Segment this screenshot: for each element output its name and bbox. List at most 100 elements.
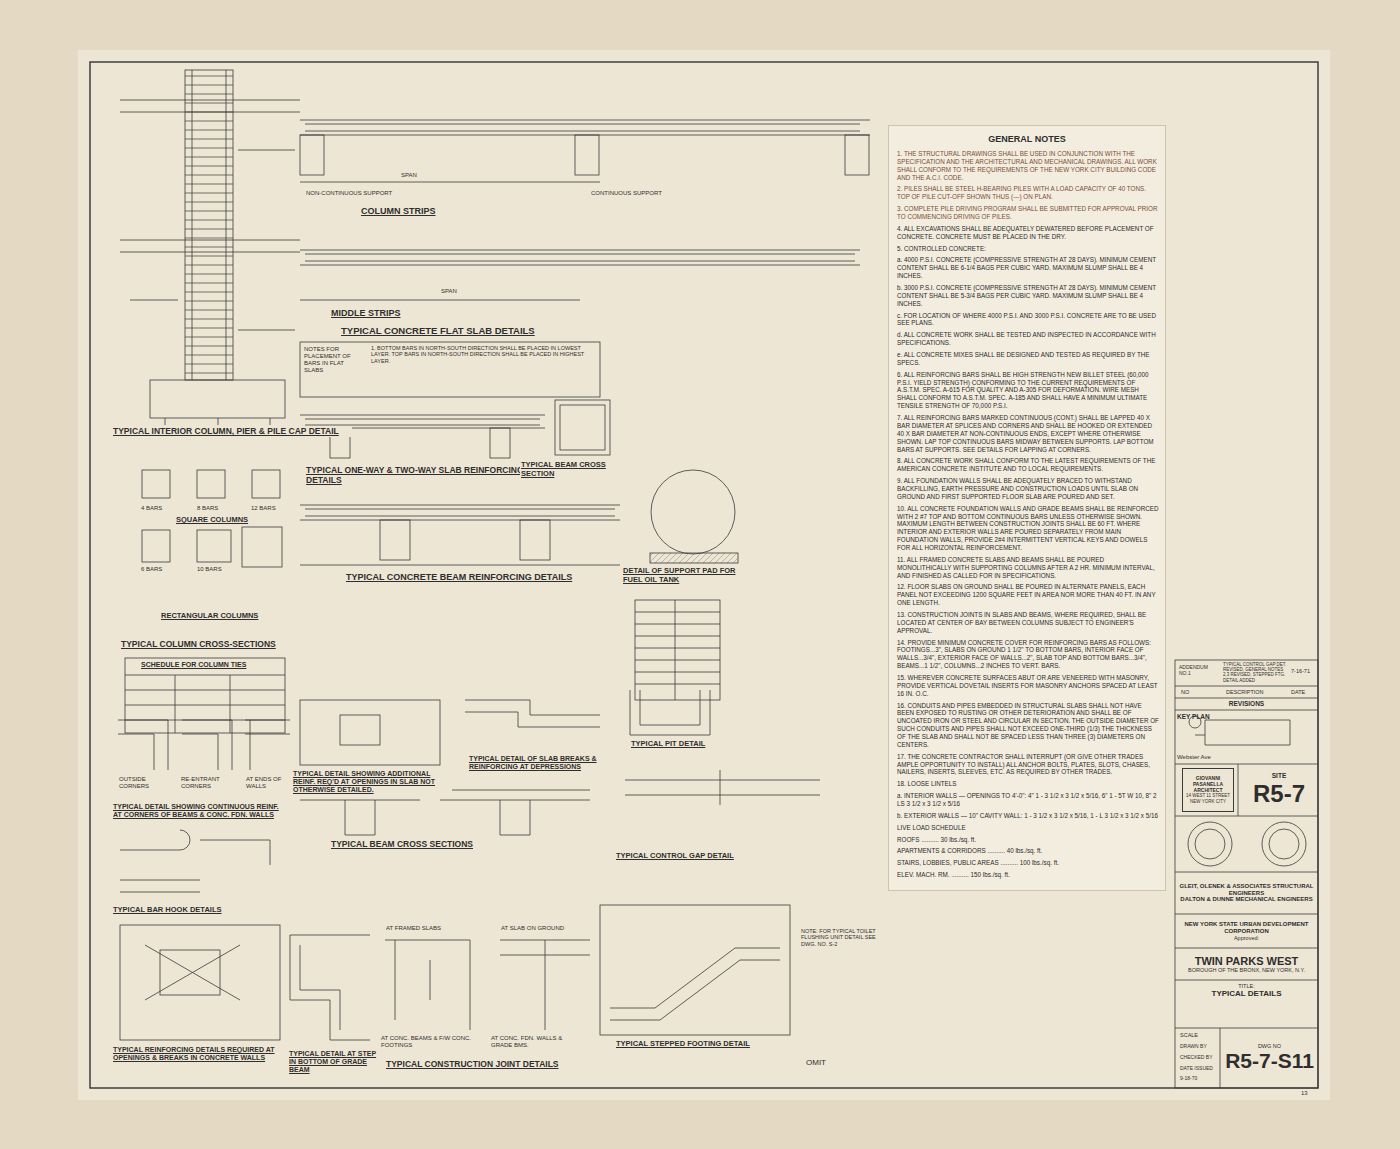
cell-text: Approved: [1177, 935, 1316, 941]
general-note: 12. FLOOR SLABS ON GROUND SHALL BE POURE… [897, 583, 1159, 607]
general-note: d. ALL CONCRETE WORK SHALL BE TESTED AND… [897, 331, 1159, 347]
general-note: 15. WHEREVER CONCRETE SURFACES ABUT OR A… [897, 674, 1159, 698]
title-block-cell: REVISIONS [1175, 698, 1318, 710]
general-note: 13. CONSTRUCTION JOINTS IN SLABS AND BEA… [897, 611, 1159, 635]
title-block-cell: NEW YORK STATE URBAN DEVELOPMENT CORPORA… [1175, 915, 1318, 948]
title-block-cell: TWIN PARKS WESTBOROUGH OF THE BRONX, NEW… [1175, 948, 1318, 980]
cell-heading: GENERAL NOTES [891, 134, 1163, 144]
cell-text: TYPICAL DETAILS [1177, 989, 1316, 998]
general-note: 5. CONTROLLED CONCRETE: [897, 245, 1159, 253]
cell-heading: TITLE: [1177, 983, 1316, 989]
detail-title: TYPICAL CONSTRUCTION JOINT DETAILS [385, 1060, 585, 1070]
detail-title: SCHEDULE FOR COLUMN TIES [140, 661, 280, 669]
general-note: 17. THE CONCRETE CONTRACTOR SHALL INTERR… [897, 753, 1159, 777]
drawing-label: CONTINUOUS SUPPORT [590, 190, 690, 197]
detail-title: COLUMN STRIPS [360, 206, 480, 216]
detail-title: TYPICAL REINFORCING DETAILS REQUIRED AT … [112, 1046, 287, 1062]
general-note: ELEV. MACH. RM. .......... 150 lbs./sq. … [897, 871, 1159, 879]
detail-title: TYPICAL PIT DETAIL [630, 740, 730, 749]
drawing-label: 10 BARS [196, 566, 236, 573]
cell-heading: GIOVANNI PASANELLA ARCHITECT [1185, 776, 1231, 793]
cell-text: 14 WEST 11 STREET NEW YORK CITY [1185, 793, 1231, 803]
detail-title: TYPICAL DETAIL SHOWING ADDITIONAL REINF.… [292, 770, 452, 794]
title-block-cell: GLEIT, OLENEK & ASSOCIATES STRUCTURAL EN… [1175, 873, 1318, 913]
drawing-label: RE-ENTRANT CORNERS [180, 776, 238, 790]
general-note: APARTMENTS & CORRIDORS .......... 40 lbs… [897, 847, 1159, 855]
drawing-label: SPAN [440, 288, 470, 295]
drawing-label: NON-CONTINUOUS SUPPORT [305, 190, 415, 197]
drawing-label: SPAN [400, 172, 430, 179]
drawing-label: ADDENDUM NO.1 [1178, 665, 1220, 677]
detail-title: TYPICAL CONCRETE FLAT SLAB DETAILS [340, 326, 600, 337]
drawing-label: SCALE [1179, 1032, 1217, 1038]
general-note: ROOFS .......... 30 lbs./sq. ft. [897, 836, 1159, 844]
drawing-label: DRAWN BY [1179, 1044, 1219, 1050]
detail-title: TYPICAL DETAIL AT STEP IN BOTTOM OF GRAD… [288, 1050, 380, 1074]
title-block-cell: SITER5-7 [1240, 765, 1318, 815]
title-block-cell: KEY PLAN Webster Ave [1175, 711, 1318, 763]
general-note: 1. THE STRUCTURAL DRAWINGS SHALL BE USED… [897, 150, 1159, 181]
detail-title: TYPICAL DETAIL OF SLAB BREAKS & REINFORC… [468, 755, 613, 771]
detail-title: MIDDLE STRIPS [330, 308, 440, 318]
cell-heading: REVISIONS [1177, 700, 1316, 707]
drawing-label: DATE ISSUED [1179, 1066, 1219, 1072]
detail-title: TYPICAL COLUMN CROSS-SECTIONS [120, 640, 300, 650]
drawing-label: NOTE: FOR TYPICAL TOILET FLUSHING UNIT D… [800, 928, 880, 947]
cell-text: Webster Ave [1177, 754, 1211, 761]
detail-title: TYPICAL BEAM CROSS SECTIONS [330, 840, 530, 850]
drawing-label: 12 BARS [250, 505, 290, 512]
detail-title: TYPICAL CONCRETE BEAM REINFORCING DETAIL… [345, 572, 595, 582]
general-note: b. EXTERIOR WALLS — 10" CAVITY WALL: 1 -… [897, 812, 1159, 820]
drawing-label: CHECKED BY [1179, 1055, 1219, 1061]
general-note: 16. CONDUITS AND PIPES EMBEDDED IN STRUC… [897, 702, 1159, 749]
notes-list: 1. THE STRUCTURAL DRAWINGS SHALL BE USED… [897, 150, 1159, 883]
cell-heading: NEW YORK STATE URBAN DEVELOPMENT CORPORA… [1177, 921, 1316, 935]
drawing-label: OMIT [805, 1058, 845, 1067]
general-note: 10. ALL CONCRETE FOUNDATION WALLS AND GR… [897, 505, 1159, 552]
general-note: 11. ALL FRAMED CONCRETE SLABS AND BEAMS … [897, 556, 1159, 580]
cell-text: R5-7-S11 [1223, 1049, 1316, 1073]
general-note: 8. ALL CONCRETE WORK SHALL CONFORM TO TH… [897, 457, 1159, 473]
detail-title: TYPICAL CONTROL GAP DETAIL [615, 852, 765, 861]
drawing-label: 1. BOTTOM BARS IN NORTH-SOUTH DIRECTION … [370, 345, 595, 364]
cell-heading: SITE [1242, 772, 1316, 779]
cell-heading: DWG NO [1223, 1043, 1316, 1049]
title-block-cell: GIOVANNI PASANELLA ARCHITECT14 WEST 11 S… [1182, 768, 1234, 812]
cell-text: DALTON & DUNNE MECHANICAL ENGINEERS [1177, 896, 1316, 903]
general-note: e. ALL CONCRETE MIXES SHALL BE DESIGNED … [897, 351, 1159, 367]
drawing-label: DESCRIPTION [1225, 689, 1280, 695]
drawing-label: OUTSIDE CORNERS [118, 776, 173, 790]
drawing-label: 9-18-70 [1179, 1076, 1219, 1082]
general-note: 3. COMPLETE PILE DRIVING PROGRAM SHALL B… [897, 205, 1159, 221]
cell-text: R5-7 [1242, 780, 1316, 808]
detail-title: SQUARE COLUMNS [175, 516, 275, 525]
drawing-label: AT CONC. FDN. WALLS & GRADE BMS. [490, 1035, 585, 1049]
general-note: 9. ALL FOUNDATION WALLS SHALL BE ADEQUAT… [897, 477, 1159, 501]
drawing-label: NO [1180, 689, 1202, 695]
general-note: LIVE LOAD SCHEDULE [897, 824, 1159, 832]
general-note: c. FOR LOCATION OF WHERE 4000 P.S.I. AND… [897, 312, 1159, 328]
general-note: 2. PILES SHALL BE STEEL H-BEARING PILES … [897, 185, 1159, 201]
drawing-label: NOTES FOR PLACEMENT OF BARS IN FLAT SLAB… [303, 346, 365, 374]
drawing-label: 7-16-71 [1290, 668, 1317, 674]
drawing-label: TYPICAL CONTROL GAP DET. REVISED, GENERA… [1222, 662, 1288, 683]
title-block-cell: TITLE:TYPICAL DETAILS [1175, 981, 1318, 1028]
general-note: b. 3000 P.S.I. CONCRETE (COMPRESSIVE STR… [897, 284, 1159, 308]
drawing-label: 6 BARS [140, 566, 180, 573]
drawing-label: AT CONC. BEAMS & F/W CONC. FOOTINGS [380, 1035, 475, 1049]
general-note: 14. PROVIDE MINIMUM CONCRETE COVER FOR R… [897, 639, 1159, 670]
cell-heading: GLEIT, OLENEK & ASSOCIATES STRUCTURAL EN… [1177, 883, 1316, 897]
detail-title: TYPICAL DETAIL SHOWING CONTINUOUS REINF.… [112, 803, 287, 819]
drawing-label: 4 BARS [140, 505, 180, 512]
general-note: 4. ALL EXCAVATIONS SHALL BE ADEQUATELY D… [897, 225, 1159, 241]
cell-heading: KEY PLAN [1177, 713, 1210, 720]
detail-title: TYPICAL ONE-WAY & TWO-WAY SLAB REINFORCI… [305, 466, 545, 486]
detail-title: DETAIL OF SUPPORT PAD FOR FUEL OIL TANK [622, 567, 737, 584]
detail-title: TYPICAL BEAM CROSS SECTION [520, 461, 635, 478]
drawing-label: AT SLAB ON GROUND [500, 925, 580, 932]
general-note: 7. ALL REINFORCING BARS MARKED CONTINUOU… [897, 414, 1159, 453]
general-note: a. INTERIOR WALLS — OPENINGS TO 4'-0": 4… [897, 792, 1159, 808]
detail-title: TYPICAL INTERIOR COLUMN, PIER & PILE CAP… [112, 427, 352, 437]
drawing-label: 8 BARS [196, 505, 236, 512]
cell-text: BOROUGH OF THE BRONX, NEW YORK, N.Y. [1177, 967, 1316, 973]
